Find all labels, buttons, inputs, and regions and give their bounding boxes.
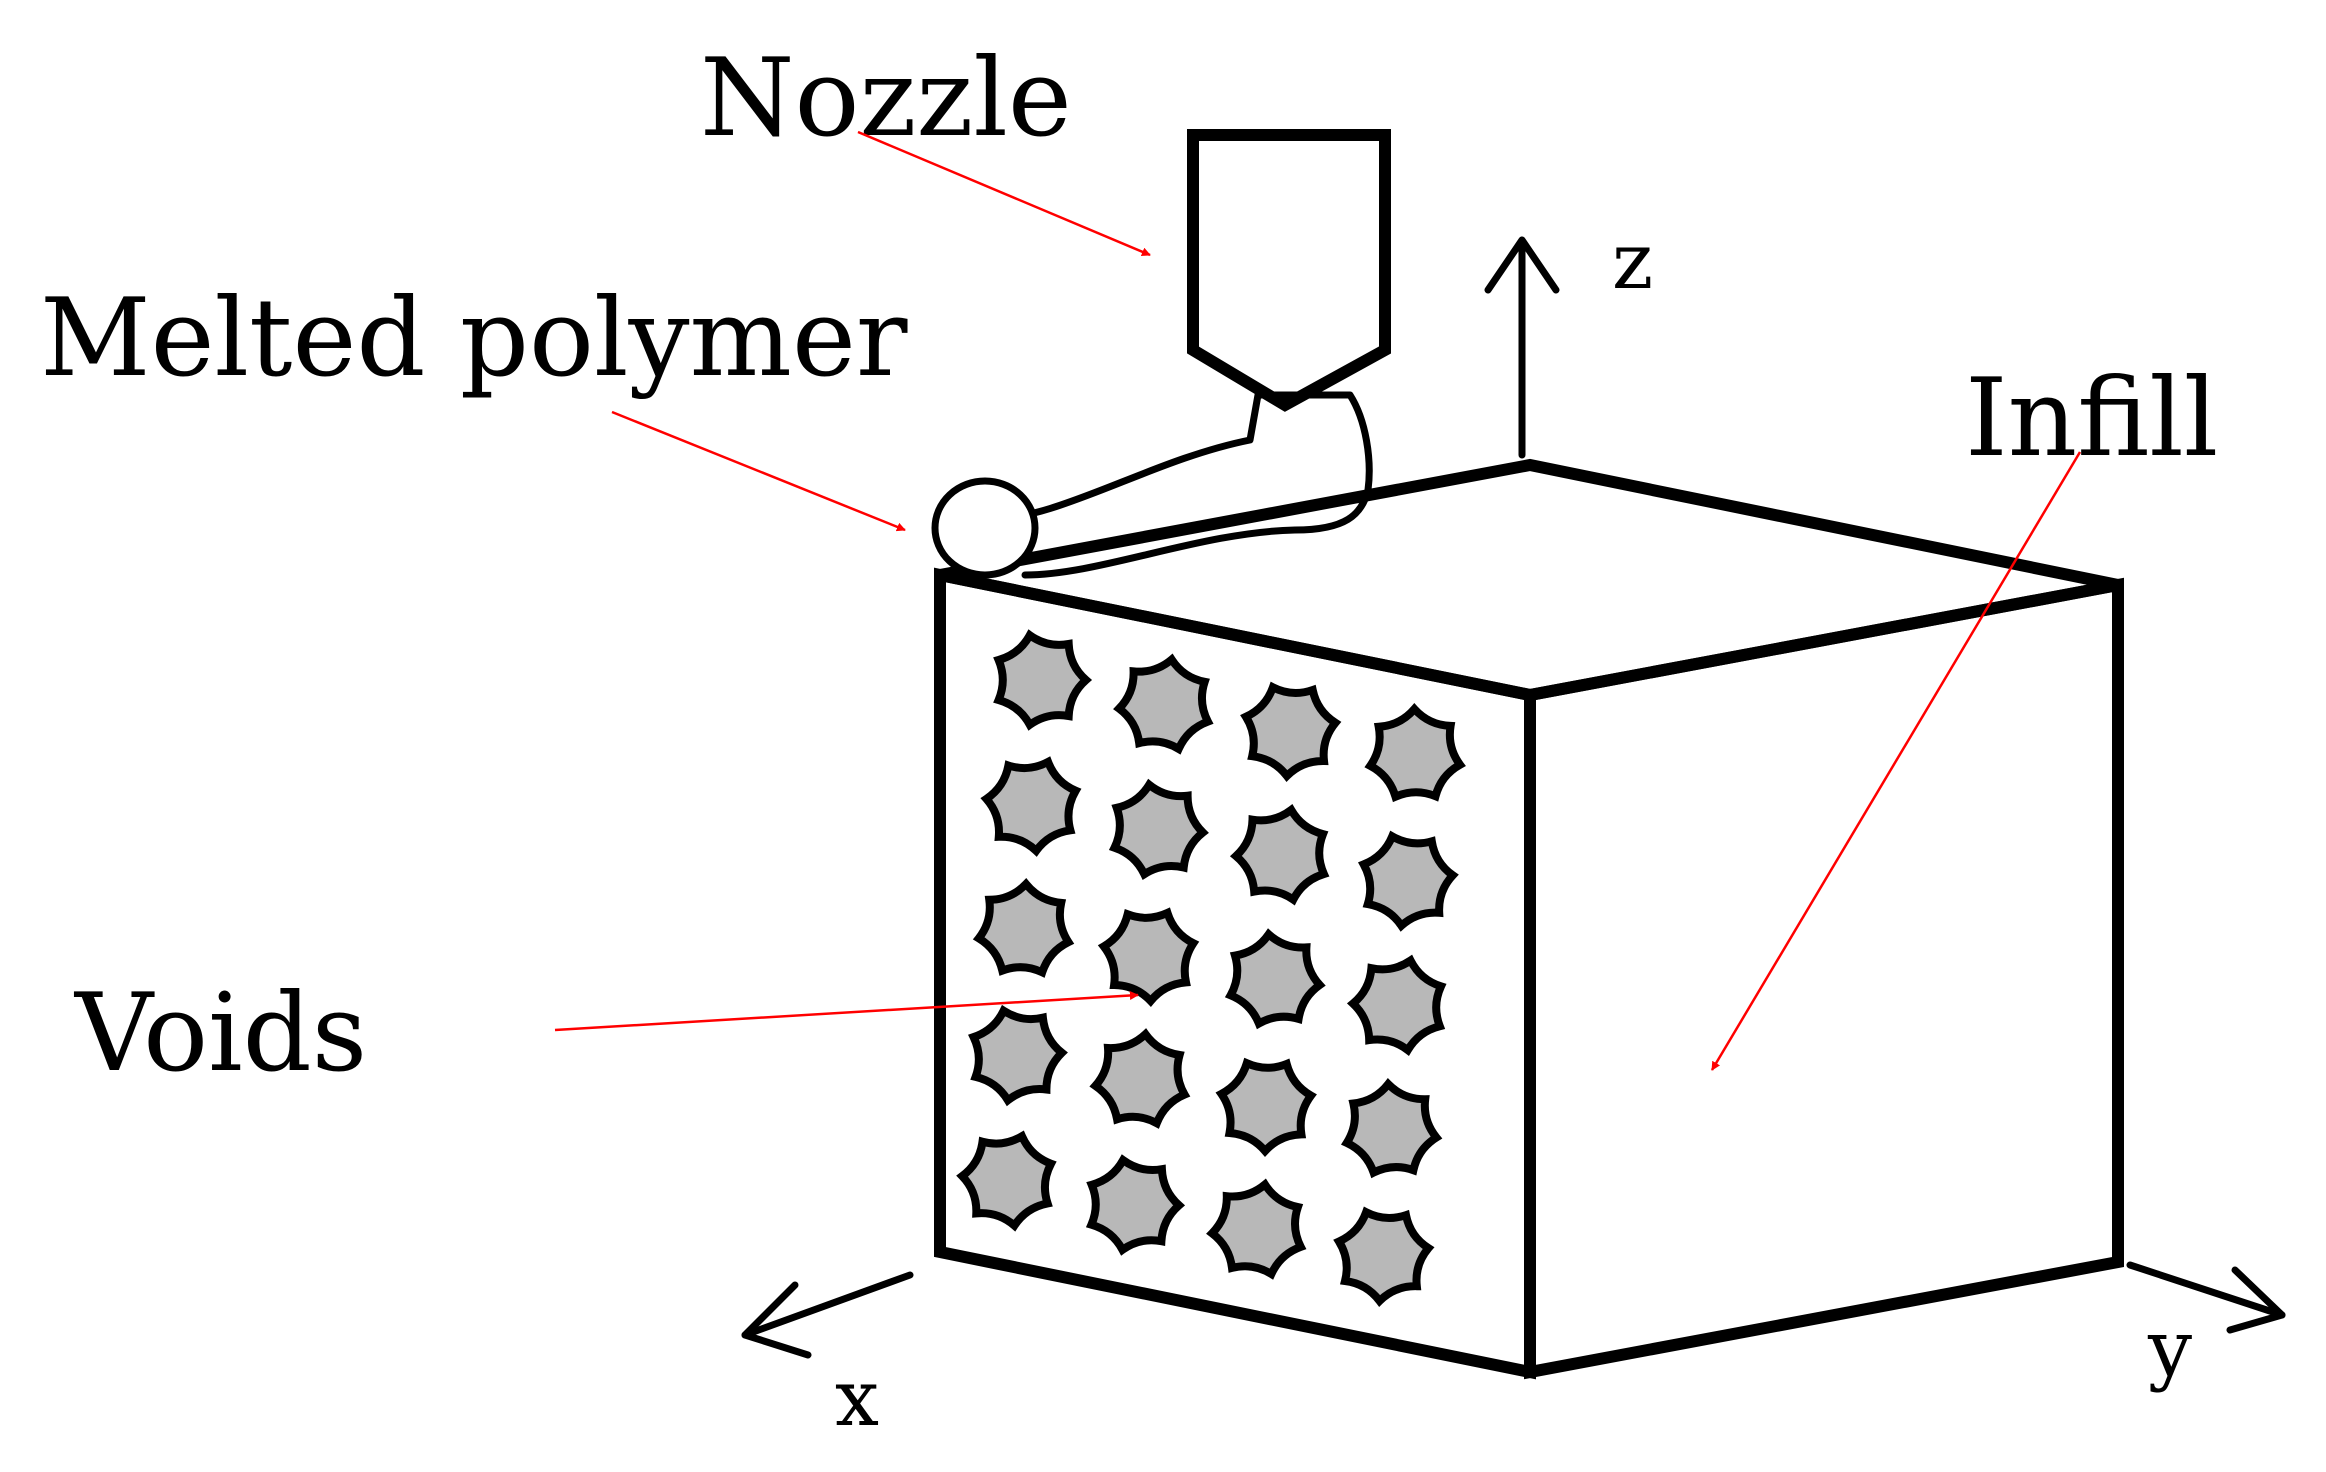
cube-right-face (1524, 577, 2124, 1380)
polymer-bead (931, 477, 1039, 579)
void-shape (1097, 907, 1200, 1008)
x-axis-label: x (835, 1354, 879, 1444)
x-axis-arrow (741, 1271, 914, 1359)
void-shape (1333, 1206, 1435, 1307)
void-shape (1364, 702, 1466, 803)
cube-top-face (938, 458, 2120, 702)
nozzle-pointer (857, 130, 1151, 257)
melted-polymer-label: Melted polymer (40, 276, 908, 401)
void-shape (1108, 778, 1209, 881)
void-shape (1340, 1078, 1443, 1179)
void-shape (1240, 681, 1342, 782)
voids-pointer (554, 990, 1139, 1032)
void-shape (1229, 803, 1330, 906)
void-shape (1215, 1057, 1317, 1158)
z-axis-label: z (1612, 217, 1653, 307)
void-shape (1113, 653, 1214, 755)
cube (934, 458, 2124, 1380)
nozzle-label: Nozzle (700, 36, 1072, 161)
void-shape (1224, 928, 1326, 1030)
void-shape (1358, 830, 1459, 932)
void-shape (1089, 1028, 1191, 1129)
void-shape (993, 629, 1093, 731)
infill-label: Infill (1965, 356, 2218, 481)
voids-label: Voids (73, 971, 367, 1096)
axes: z x y (741, 217, 2286, 1444)
melted-polymer-pointer (611, 410, 906, 532)
y-axis-arrow (2126, 1261, 2286, 1334)
void-shape (968, 1004, 1068, 1107)
void-shape (1346, 954, 1447, 1057)
polymer-filament (981, 391, 1373, 579)
void-shape (972, 877, 1075, 978)
nozzle-icon (1187, 129, 1391, 412)
void-shape (956, 1130, 1057, 1232)
void-shape (1206, 1178, 1307, 1280)
pointer-arrows (554, 130, 2082, 1071)
void-shape (1085, 1154, 1186, 1256)
voids-group (956, 629, 1466, 1307)
y-axis-label: y (2147, 1304, 2192, 1394)
z-axis-arrow (1484, 236, 1560, 459)
infill-pointer (1710, 451, 2082, 1071)
void-shape (980, 756, 1082, 857)
melted-polymer-strand (931, 391, 1373, 579)
